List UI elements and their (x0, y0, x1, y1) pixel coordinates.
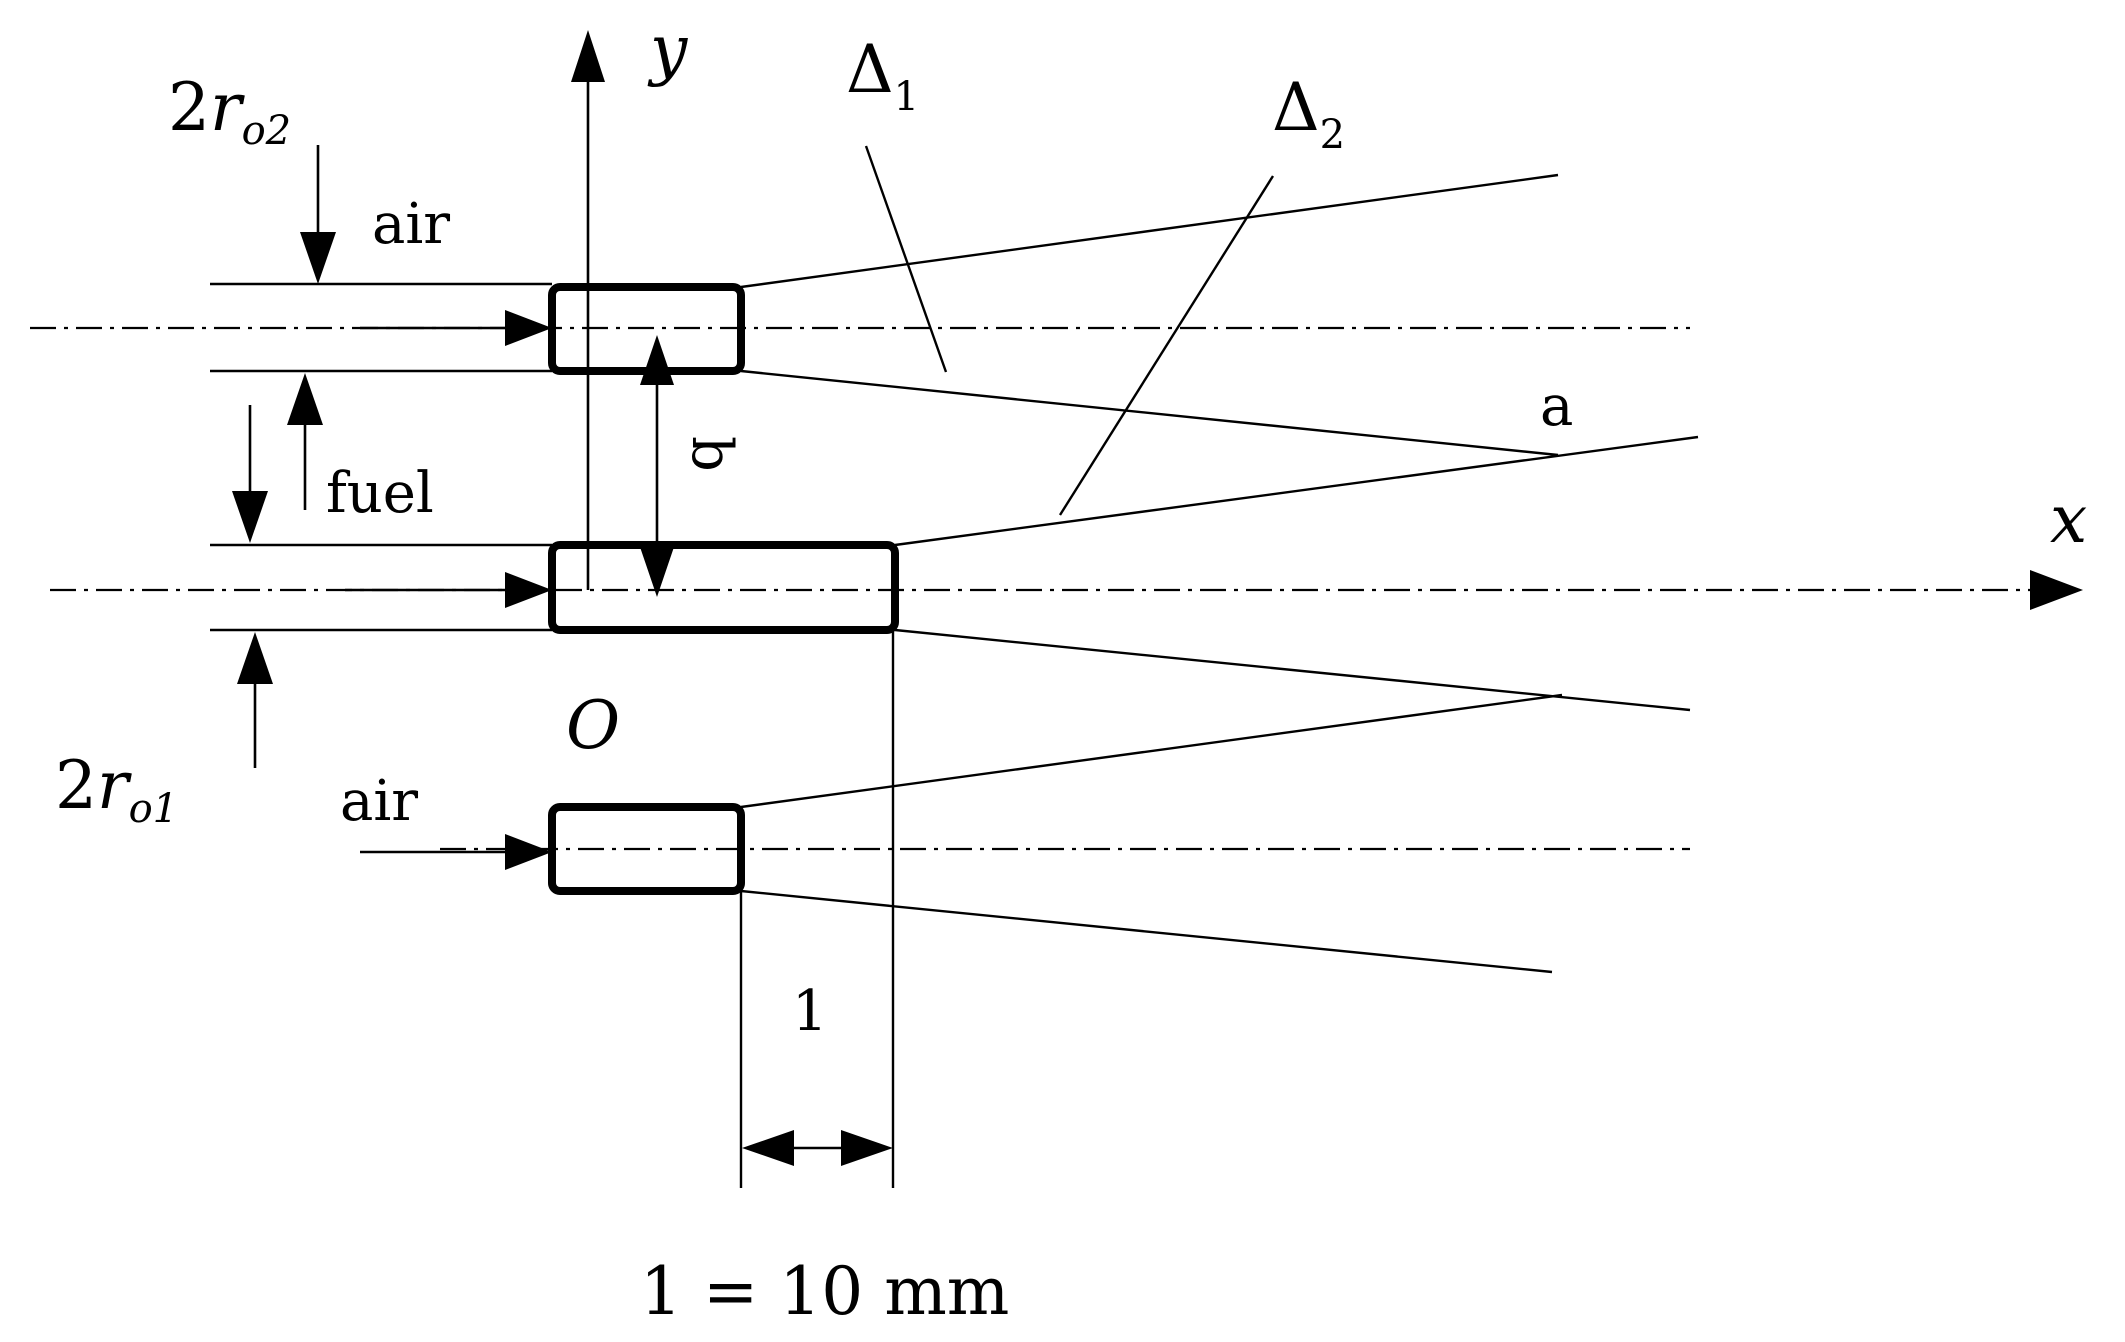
y-axis-label: y (647, 11, 688, 88)
origin-label: O (566, 687, 620, 764)
top-jet-lower-boundary (740, 369, 1559, 457)
gap-arrowhead-right (841, 1130, 893, 1166)
middle-fuel-nozzle (548, 541, 899, 634)
r-o2-subscript: o2 (242, 108, 292, 154)
air-label-bottom: air (340, 769, 418, 834)
r-o1-variable: r (97, 747, 132, 824)
r-o2-variable: r (210, 69, 245, 146)
bottom-air-nozzle (548, 803, 745, 895)
delta2-label: Δ2 (1272, 69, 1345, 158)
r-o2-arrowhead-top (300, 232, 336, 284)
middle-jet-lower-boundary (894, 628, 1691, 712)
fuel-label: fuel (326, 461, 434, 526)
point-a-label: a (1540, 374, 1573, 439)
fuel-arrowhead-bottom (237, 632, 273, 684)
gap-arrowhead-left (742, 1130, 794, 1166)
scale-label: 1 = 10 mm (640, 1253, 1009, 1330)
b-arrowhead-bottom (640, 547, 674, 597)
bottom-jet-lower-boundary (740, 889, 1553, 974)
delta2-symbol: Δ (1272, 69, 1320, 146)
r-o1-label: 2ro1 (55, 747, 178, 832)
bottom-jet-upper-boundary (740, 693, 1563, 809)
x-axis-arrowhead (2030, 570, 2083, 610)
delta1-leader-line (864, 145, 948, 373)
r-o2-arrowhead-bottom (287, 373, 323, 425)
r-o2-label: 2ro2 (168, 69, 291, 154)
delta1-symbol: Δ (846, 31, 894, 108)
delta1-label: Δ1 (846, 31, 919, 120)
r-o1-coefficient: 2 (55, 747, 97, 824)
delta2-leader-line (1058, 175, 1275, 516)
middle-jet-upper-boundary (894, 435, 1699, 547)
top-inflow-arrowhead (505, 310, 552, 346)
r-o2-coefficient: 2 (168, 69, 210, 146)
top-jet-upper-boundary (740, 173, 1559, 289)
y-axis-arrowhead (571, 30, 605, 82)
x-axis-label: x (2050, 481, 2087, 558)
air-label-top: air (372, 192, 450, 257)
delta1-subscript: 1 (894, 74, 919, 120)
r-o1-subscript: o1 (129, 786, 179, 832)
b-arrowhead-top (640, 335, 674, 385)
fuel-arrowhead-top (232, 491, 268, 543)
middle-inflow-arrowhead (505, 572, 552, 608)
gap-label: 1 (792, 979, 828, 1044)
b-label: b (679, 436, 744, 472)
bottom-inflow-arrowhead (505, 834, 552, 870)
delta2-subscript: 2 (1320, 112, 1345, 158)
